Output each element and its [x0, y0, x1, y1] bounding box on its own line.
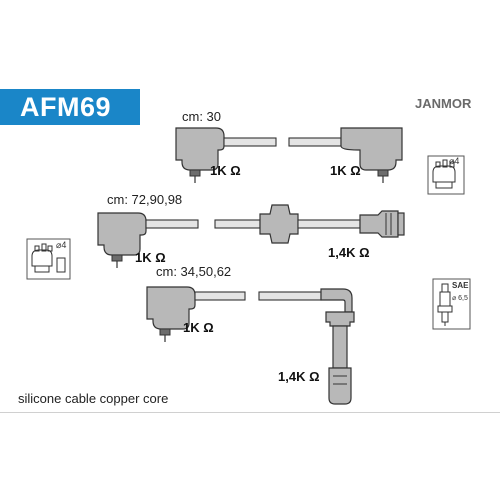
boot-left-terminal: [189, 169, 201, 177]
cable-1-resistance-left: 1K Ω: [210, 163, 241, 178]
distributor-cap-left-label: ⌀4: [56, 240, 67, 250]
brand-name: JANMOR: [415, 96, 472, 111]
wire-3b: [258, 291, 322, 301]
divider: [0, 412, 500, 413]
spark-boot-elbow: [320, 288, 353, 313]
wire-1a: [223, 137, 277, 147]
wire-1b: [288, 137, 342, 147]
straight-boot-cap: [397, 212, 405, 236]
cable-3-resistance-left: 1K Ω: [183, 320, 214, 335]
cable-3-resistance-right: 1,4K Ω: [278, 369, 320, 384]
material-note: silicone cable copper core: [18, 391, 169, 406]
boot-right-terminal: [377, 169, 389, 177]
distributor-cap-top-label: ⌀4: [449, 156, 460, 166]
wire-2c: [297, 219, 361, 229]
spark-boot-body: [332, 325, 348, 369]
straight-connector: [259, 204, 299, 244]
boot-left-terminal: [159, 328, 171, 336]
cable-3: [146, 286, 355, 405]
boot-left-terminal: [111, 254, 123, 262]
cable-1-resistance-right: 1K Ω: [330, 163, 361, 178]
wire-2b: [214, 219, 261, 229]
cable-2-resistance-left: 1K Ω: [135, 250, 166, 265]
cable-3-length: cm: 34,50,62: [156, 264, 232, 279]
spark-plug-sublabel: ⌀ 6,5: [452, 295, 468, 302]
boot-left: [175, 127, 225, 171]
boot-right: [340, 127, 403, 171]
spark-plug-label: SAE: [452, 281, 469, 290]
spark-plug-icon: [432, 278, 471, 330]
distributor-cap-icon: [427, 155, 465, 195]
part-number: AFM69: [20, 92, 112, 122]
cable-2-length: cm: 72,90,98: [107, 192, 183, 207]
distributor-cap-icon: [26, 238, 71, 280]
spark-boot-collar: [325, 311, 355, 327]
cable-2-resistance-right: 1,4K Ω: [328, 245, 370, 260]
boot-left: [97, 212, 147, 256]
wire-3a: [194, 291, 246, 301]
cable-1-length: cm: 30: [182, 109, 222, 124]
cable-2: [97, 204, 405, 268]
spark-boot-end: [328, 367, 352, 405]
straight-boot: [359, 210, 399, 238]
wire-2a: [145, 219, 199, 229]
part-number-badge: [0, 89, 140, 125]
cable-1: [175, 127, 403, 183]
